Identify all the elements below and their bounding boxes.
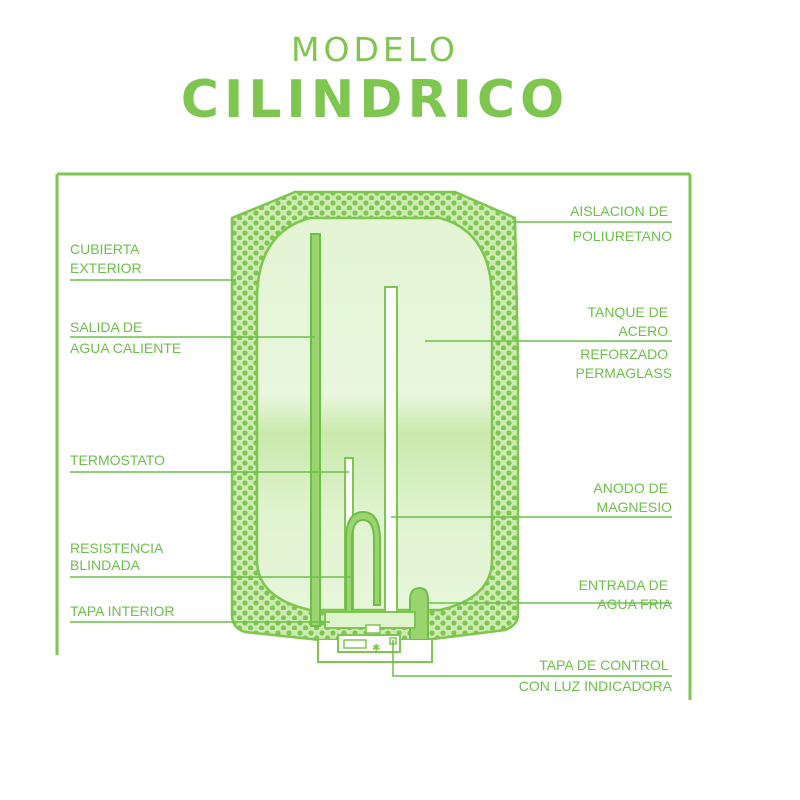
label-salida-agua-caliente: SALIDA DE AGUA CALIENTE xyxy=(70,319,181,356)
label-tanque-acero: TANQUE DE ACERO REFORZADO PERMAGLASS xyxy=(576,304,672,381)
label-aislacion-poliuretano: AISLACION DE POLIURETANO xyxy=(570,203,672,244)
magnesium-anode xyxy=(384,286,398,628)
label-resistencia-blindada: RESISTENCIA BLINDADA xyxy=(70,540,166,573)
control-cover: ✱ xyxy=(317,624,433,663)
title-cilindrico: CILINDRICO xyxy=(180,70,570,130)
label-entrada-agua-fria: ENTRADA DE AGUA FRIA xyxy=(579,577,673,612)
title-modelo: MODELO xyxy=(291,30,459,69)
label-anodo-magnesio: ANODO DE MAGNESIO xyxy=(593,480,672,515)
svg-text:✱: ✱ xyxy=(372,643,380,654)
diagram-frame xyxy=(55,172,692,700)
hot-water-pipe xyxy=(310,233,321,627)
labels-right: AISLACION DE POLIURETANO TANQUE DE ACERO… xyxy=(519,203,673,694)
leader-lines xyxy=(70,221,672,677)
heating-element xyxy=(345,510,381,621)
label-termostato: TERMOSTATO xyxy=(70,452,165,468)
label-tapa-control: TAPA DE CONTROL CON LUZ INDICADORA xyxy=(519,657,673,694)
label-cubierta-exterior: CUBIERTA EXTERIOR xyxy=(70,241,143,276)
label-tapa-interior: TAPA INTERIOR xyxy=(70,603,175,619)
labels-left: CUBIERTA EXTERIOR SALIDA DE AGUA CALIENT… xyxy=(70,241,181,619)
